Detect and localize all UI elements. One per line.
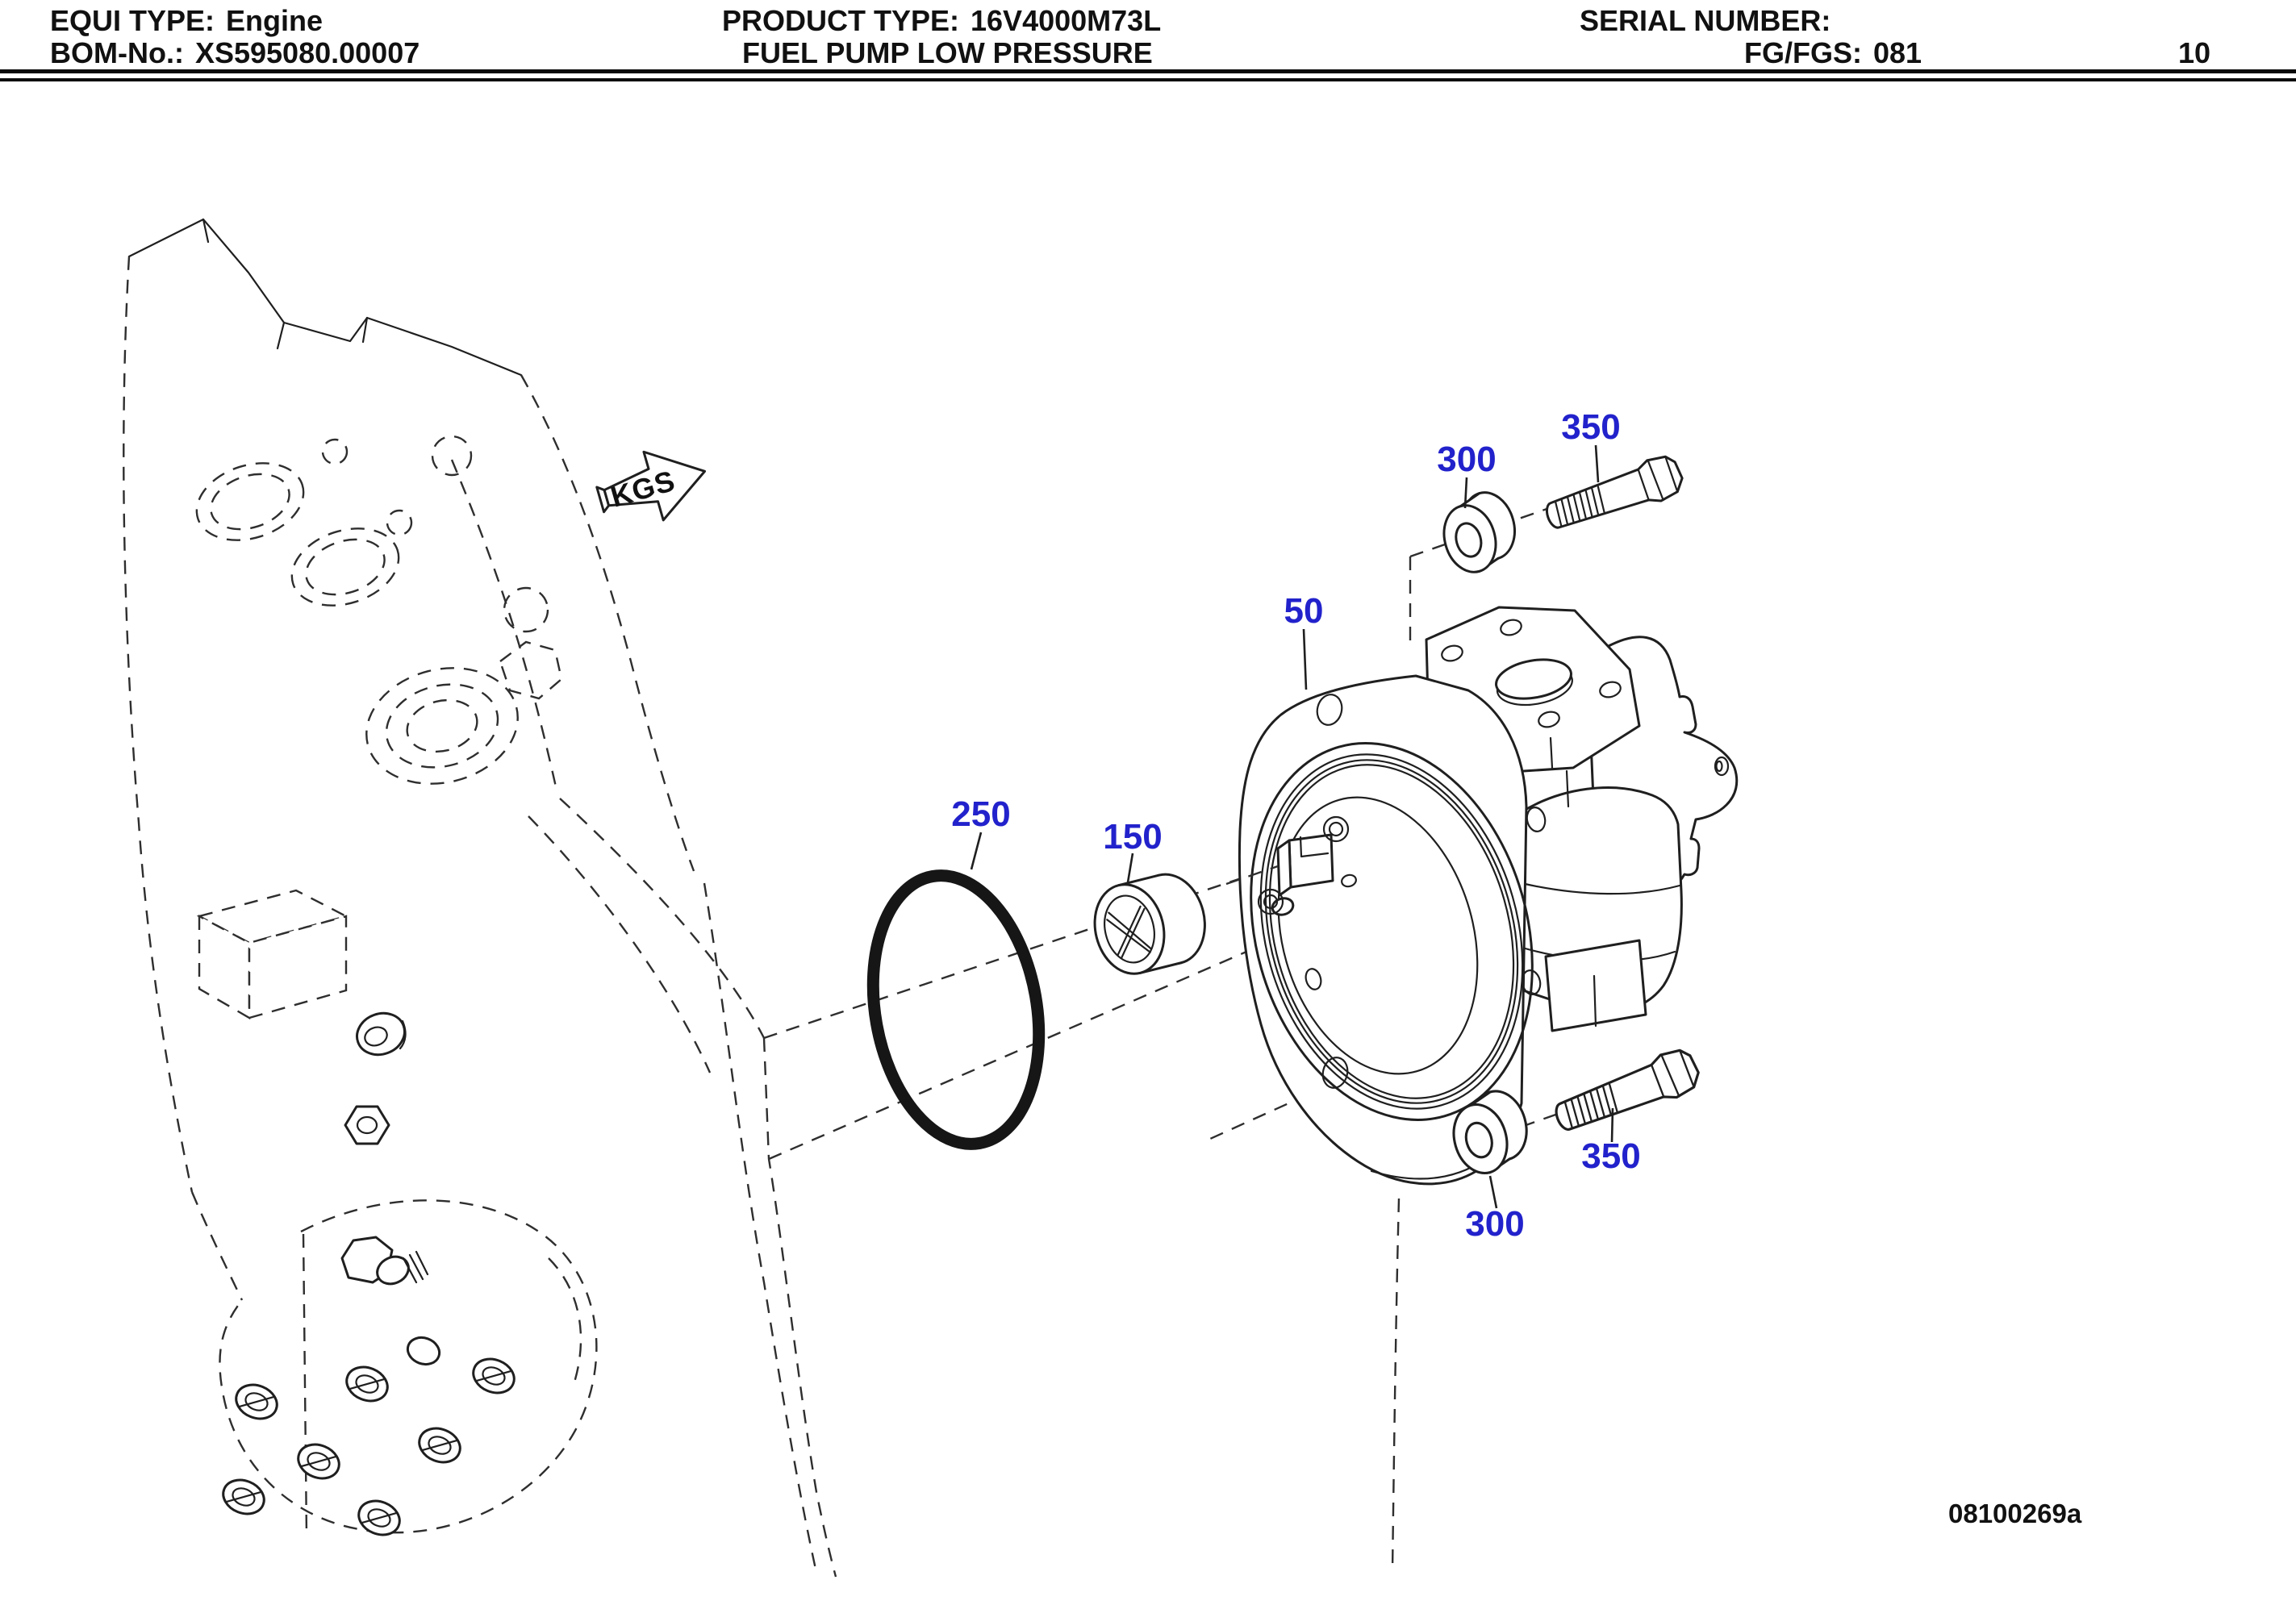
- callout-bolt-bottom[interactable]: 350: [1581, 1136, 1640, 1176]
- callout-coupling[interactable]: 150: [1103, 817, 1162, 857]
- engine-screws: [222, 1357, 516, 1536]
- product-type-value: 16V4000M73L: [971, 4, 1162, 37]
- engine-hex-plug: [344, 1105, 390, 1145]
- bom-label: BOM-No.:: [50, 36, 184, 69]
- assembly-description: FUEL PUMP LOW PRESSURE: [742, 37, 1153, 69]
- bolt-top: [1545, 455, 1684, 529]
- callout-washer-top[interactable]: 300: [1437, 440, 1496, 479]
- pump-face-screws: [1257, 815, 1350, 915]
- fg-fgs-value: 081: [1873, 36, 1922, 69]
- serial-number-label: SERIAL NUMBER:: [1580, 4, 1831, 37]
- product-type-label: PRODUCT TYPE:: [722, 4, 960, 37]
- fuel-pump-body: [1225, 606, 1739, 1186]
- drive-coupling: [1093, 873, 1206, 975]
- callout-pump[interactable]: 50: [1284, 591, 1324, 631]
- page-number: 10: [2178, 36, 2211, 69]
- callout-leaders: [970, 444, 1614, 1209]
- equi-type-label: EQUI TYPE:: [50, 4, 215, 37]
- o-ring: [866, 869, 1046, 1150]
- product-type: PRODUCT TYPE: 16V4000M73L: [722, 5, 1161, 37]
- bom-number: BOM-No.: XS595080.00007: [50, 37, 420, 69]
- callout-o-ring[interactable]: 250: [951, 794, 1010, 834]
- kgs-weight-arrow-icon: KGS: [595, 450, 707, 522]
- washer-bottom: [1452, 1090, 1528, 1175]
- engine-threaded-plug: [340, 1236, 429, 1286]
- description-text: FUEL PUMP LOW PRESSURE: [742, 36, 1153, 69]
- bolt-bottom: [1555, 1048, 1700, 1131]
- engine-bushing: [356, 1011, 407, 1057]
- fg-fgs-label: FG/FGS:: [1744, 36, 1862, 69]
- equi-type-value: Engine: [226, 4, 324, 37]
- header-divider: [0, 69, 2296, 81]
- drawing-number: 08100269a: [1948, 1499, 2082, 1528]
- fg-fgs: FG/FGS: 081: [1744, 37, 1922, 69]
- callout-bolt-top[interactable]: 350: [1561, 407, 1620, 447]
- engine-block-drawing: [123, 218, 818, 1574]
- serial-number: SERIAL NUMBER:: [1580, 5, 1842, 37]
- callout-washer-bottom[interactable]: 300: [1465, 1204, 1524, 1244]
- equi-type: EQUI TYPE: Engine: [50, 5, 323, 37]
- bom-value: XS595080.00007: [194, 36, 420, 69]
- washer-top: [1442, 491, 1516, 573]
